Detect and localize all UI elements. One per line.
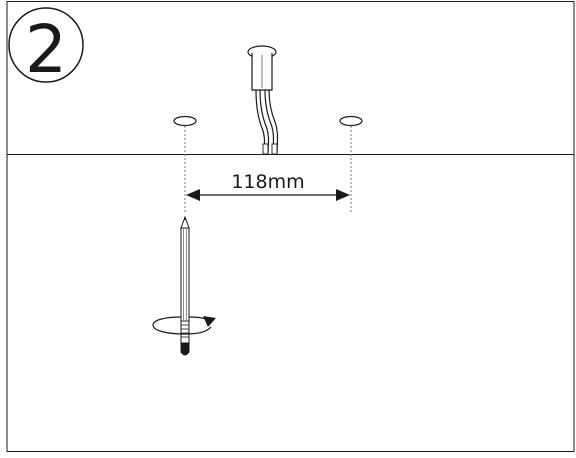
step-badge-circle: [8, 7, 84, 83]
pencil-eraser: [180, 342, 190, 356]
arrow-head-right: [336, 189, 350, 201]
frame-border: [6, 1, 575, 452]
pencil-icon: [180, 215, 190, 356]
dimension-arrow: 118mm: [186, 171, 350, 201]
rotation-arc-front: [152, 316, 212, 335]
arrow-head-left: [186, 189, 200, 201]
mounting-hole-right: [339, 115, 363, 127]
step-number: 2: [25, 11, 67, 88]
mounting-hole-left: [173, 115, 197, 127]
dimension-label: 118mm: [231, 171, 304, 193]
pencil-body: [180, 227, 190, 322]
cable-assembly: [247, 45, 279, 156]
pencil-lead: [184, 217, 186, 220]
rotation-arrow-icon: [152, 316, 216, 335]
pencil-ferrule: [180, 320, 190, 344]
wire-tip-left: [262, 143, 269, 155]
wire-tip-right: [271, 143, 278, 155]
rotation-arrow-head: [203, 316, 216, 327]
step-badge: 2: [8, 7, 84, 88]
